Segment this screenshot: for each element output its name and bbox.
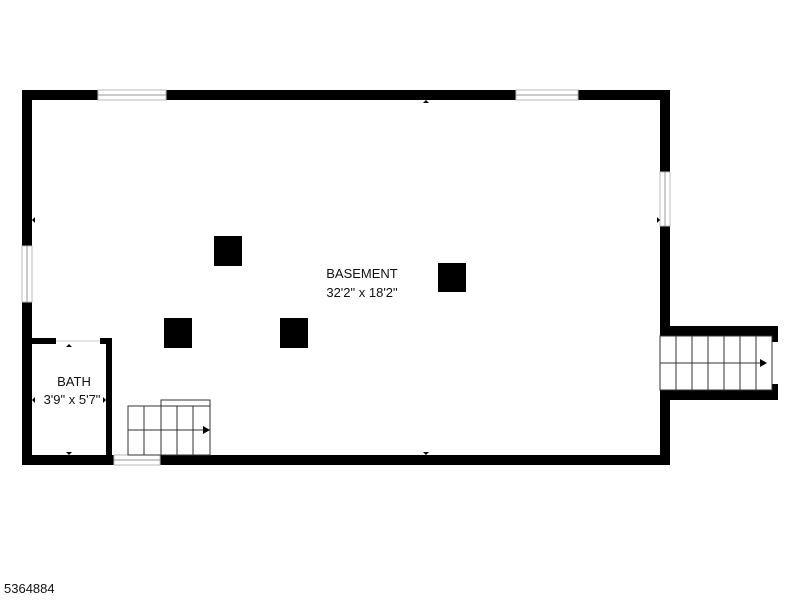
bath-walls [32, 338, 112, 458]
column-2 [438, 263, 466, 292]
tick-bottom [423, 452, 429, 455]
column-1 [214, 236, 242, 266]
wall-top [22, 90, 670, 100]
column-3 [164, 318, 192, 348]
wall-right-lower [660, 392, 670, 465]
bath-dimensions: 3'9" x 5'7" [44, 392, 101, 407]
exterior-stair-arrow-icon [760, 359, 767, 367]
basement-dimensions: 32'2" x 18'2" [326, 285, 398, 300]
listing-id: 5364884 [4, 581, 55, 596]
columns [164, 236, 466, 348]
stair-wall-bottom [660, 390, 778, 400]
outer-walls [22, 90, 778, 465]
stair-wall-top [660, 326, 778, 336]
window-left [21, 245, 33, 303]
interior-staircase [127, 399, 211, 456]
tick-bath-right [103, 397, 106, 403]
basement-label: BASEMENT [326, 266, 398, 281]
window-bottom [113, 454, 161, 466]
tick-bath-bottom [66, 452, 72, 455]
windows [21, 89, 671, 466]
window-top-left [97, 89, 167, 101]
tick-bath-top [66, 344, 72, 347]
exterior-staircase [659, 335, 773, 391]
interior-stair-arrow-icon [203, 426, 210, 434]
bath-wall-right [106, 338, 112, 458]
bath-label: BATH [57, 374, 91, 389]
tick-bath-left [32, 397, 35, 403]
window-right [659, 171, 671, 227]
column-4 [280, 318, 308, 348]
window-top-right [515, 89, 579, 101]
stair-wall-end-low [772, 384, 778, 400]
stair-wall-end [772, 326, 778, 342]
tick-right [657, 217, 660, 223]
tick-top [423, 100, 429, 103]
tick-left [32, 217, 35, 223]
dimension-markers [32, 100, 660, 455]
wall-bottom [22, 455, 670, 465]
bath-wall-top-left [32, 338, 56, 344]
